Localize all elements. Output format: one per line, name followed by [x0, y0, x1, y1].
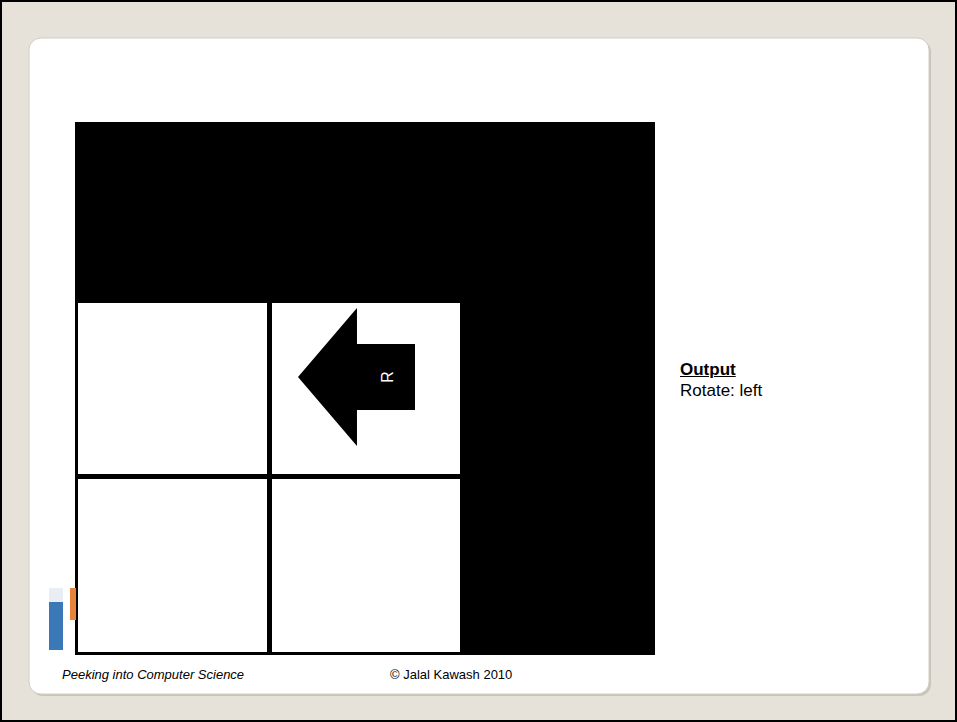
robot-arrow: R: [298, 308, 415, 446]
footer-title: Peeking into Computer Science: [62, 667, 244, 682]
output-value: Rotate: left: [680, 381, 762, 401]
book-thumbnail: [49, 588, 63, 650]
grid-cell: [78, 479, 267, 652]
footer-copyright: © Jalal Kawash 2010: [390, 667, 512, 682]
grid-cell: [272, 303, 460, 474]
grid-wall: [75, 122, 655, 655]
robot-letter: R: [380, 371, 396, 383]
grid-cell: [78, 303, 267, 474]
grid-cell: [272, 479, 460, 652]
arrow-outline: [298, 308, 415, 446]
arrow-shape: [298, 308, 415, 446]
slide-panel: [29, 38, 929, 694]
orange-tab: [70, 588, 76, 620]
output-heading: Output: [680, 360, 736, 380]
book-thumbnail-top: [49, 588, 63, 602]
